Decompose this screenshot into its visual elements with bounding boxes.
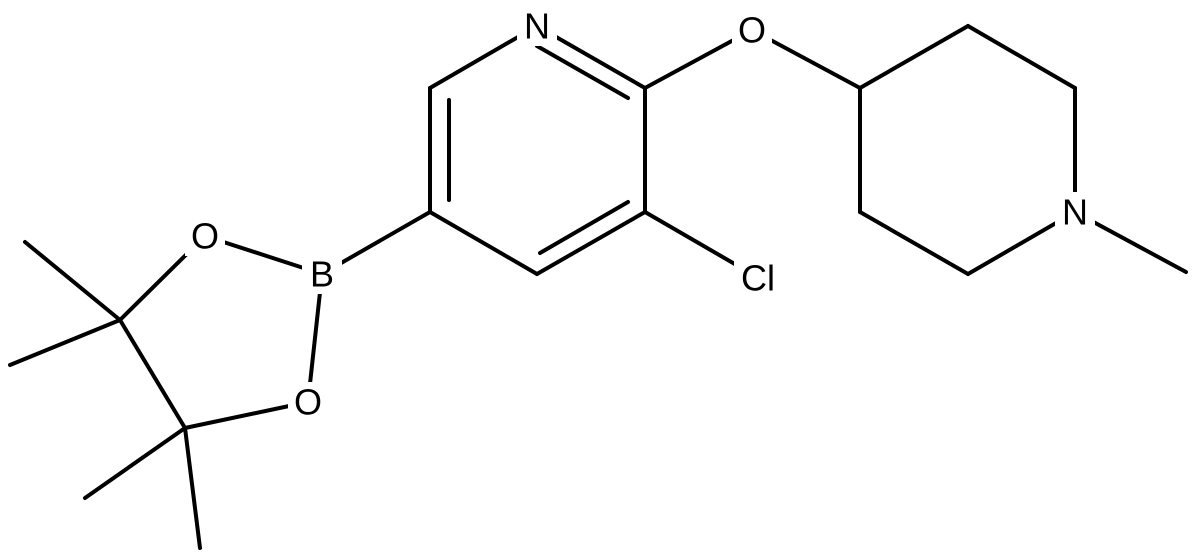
atom-n-pyridine: N [517, 6, 557, 47]
bond-c3-c4 [535, 210, 647, 276]
bonds [8, 24, 1188, 550]
atom-o-ether: O [732, 10, 772, 51]
atom-b: B [302, 254, 342, 295]
atom-n-piperidine: N [1055, 192, 1095, 233]
bond-obottom-c2 [183, 400, 310, 430]
atom-o-boronate-bottom: O [288, 382, 328, 423]
bond-methyl-3 [83, 426, 187, 500]
atom-labels: N O Cl B O O N [185, 6, 1095, 423]
n-piperidine-label: N [1062, 192, 1088, 233]
o-boronate-bottom-label: O [294, 382, 322, 423]
n-pyridine-label: N [524, 6, 550, 47]
bond-methyl-4 [183, 426, 202, 550]
bond-pip-5 [858, 210, 970, 276]
bond-c2-c3 [428, 210, 539, 276]
cl-label: Cl [741, 258, 775, 299]
b-label: B [310, 254, 334, 295]
bond-methyl-2 [8, 318, 122, 367]
bond-c3-c4-inner [538, 200, 630, 255]
o-boronate-top-label: O [191, 216, 219, 257]
bond-methyl-1 [23, 240, 122, 322]
bond-c1-c2-pin [118, 318, 187, 430]
atom-cl: Cl [734, 256, 782, 299]
bond-b-obottom [306, 272, 324, 404]
o-ether-label: O [738, 10, 766, 51]
atom-o-boronate-top: O [185, 216, 225, 257]
bond-pip-1 [858, 24, 970, 90]
bond-pip-2 [966, 24, 1077, 90]
bond-c5-n1-inner [535, 44, 630, 100]
